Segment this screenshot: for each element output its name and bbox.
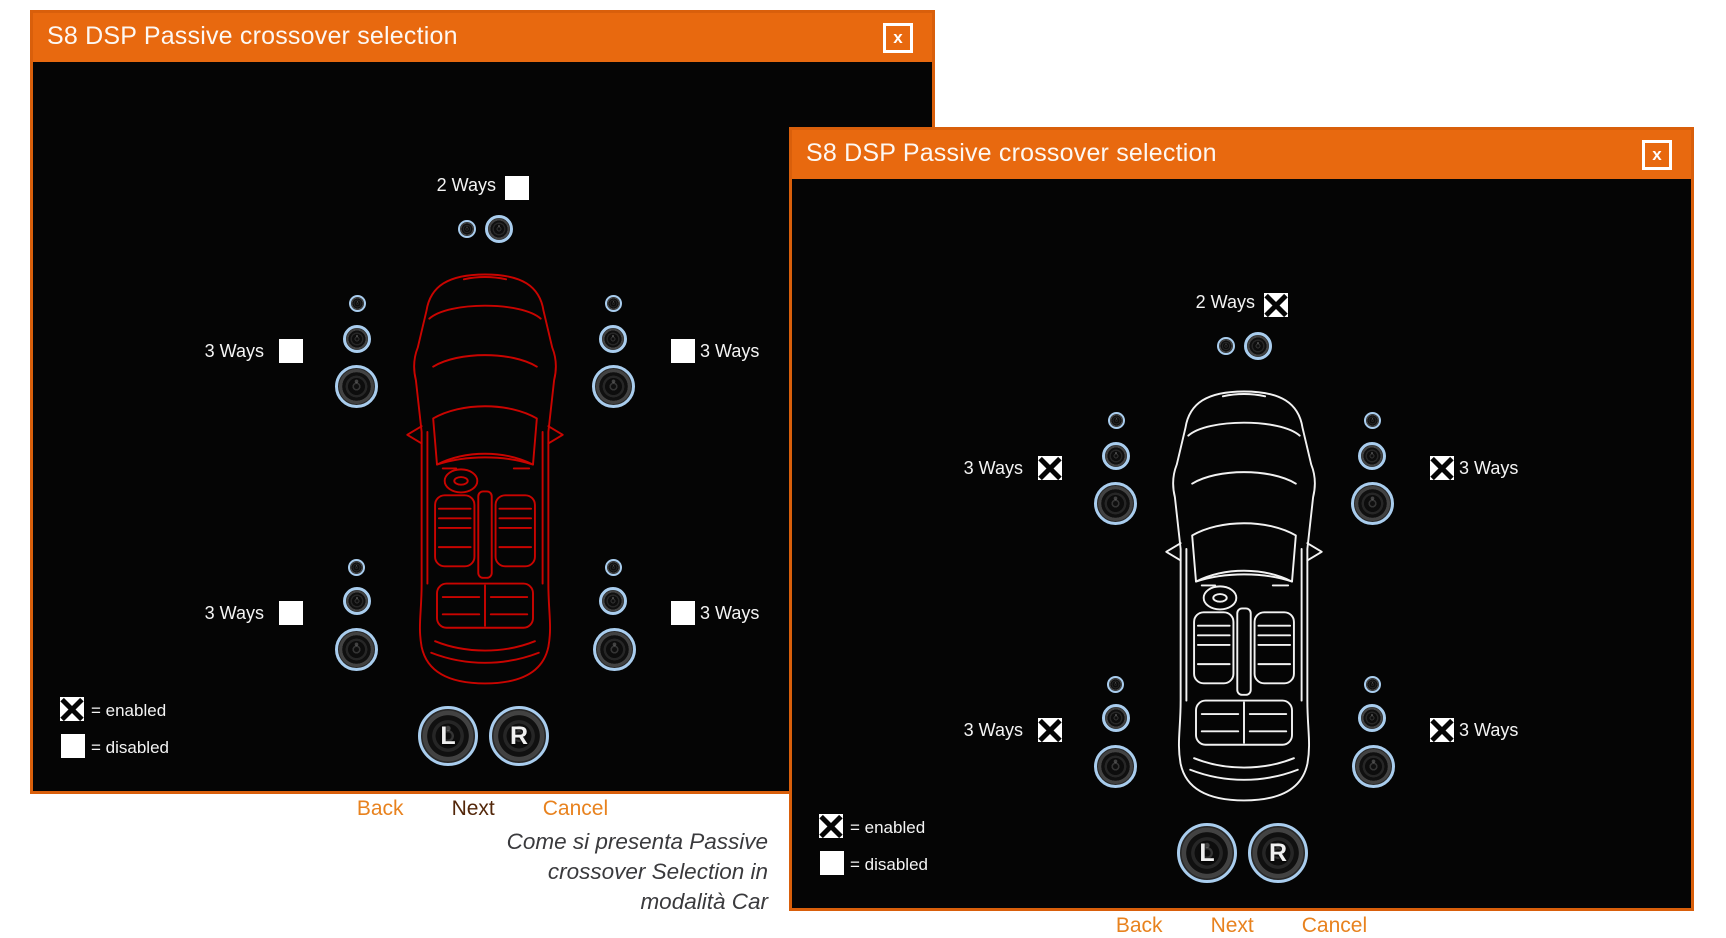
front-left-channel-checkbox[interactable] (279, 339, 303, 363)
rear-right-channel-label: 3 Ways (700, 603, 760, 623)
rear-right-woofer-speaker-icon (593, 628, 636, 671)
back-button[interactable]: Back (1115, 914, 1163, 937)
left-subwoofer-speaker-icon: L (1177, 823, 1237, 883)
next-button[interactable]: Next (1210, 914, 1254, 937)
front-left-channel-label: 3 Ways (204, 341, 264, 361)
rear-right-channel-checkbox[interactable] (671, 601, 695, 625)
front-left-channel-checkbox[interactable] (1038, 456, 1062, 480)
rear-left-tweeter-speaker-icon (348, 559, 365, 576)
front-right-channel-checkbox[interactable] (1430, 456, 1454, 480)
legend-enabled-checkbox-icon (819, 814, 843, 838)
legend-disabled-checkbox-icon (820, 851, 844, 875)
rear-right-channel-label: 3 Ways (1459, 720, 1519, 740)
rear-left-woofer-speaker-icon (1094, 745, 1137, 788)
front-tweeter-speaker-icon (1217, 337, 1235, 355)
front-channel-label: 2 Ways (436, 175, 496, 195)
dialog-body: 2 Ways 3 Ways 3 Ways 3 Ways 3 Wa (33, 62, 932, 820)
crossover-dialog-car-mode-selected: S8 DSP Passive crossover selection x (789, 127, 1694, 937)
titlebar[interactable]: S8 DSP Passive crossover selection x (33, 13, 932, 62)
legend-enabled-label: = enabled (91, 701, 167, 720)
caption-line: Come si presenta Passive (506, 829, 768, 854)
car-top-view-icon (1165, 390, 1323, 802)
close-button[interactable]: x (883, 23, 913, 53)
back-button[interactable]: Back (356, 797, 404, 820)
car-top-view-icon (406, 273, 564, 685)
front-right-midrange-speaker-icon (599, 325, 627, 353)
rear-right-tweeter-speaker-icon (1364, 676, 1381, 693)
right-subwoofer-speaker-icon: R (1248, 823, 1308, 883)
front-right-channel-checkbox[interactable] (671, 339, 695, 363)
front-left-channel-label: 3 Ways (963, 458, 1023, 478)
caption-line: crossover Selection in (547, 859, 768, 884)
next-button[interactable]: Next (451, 797, 495, 820)
right-subwoofer-speaker-icon: R (489, 706, 549, 766)
front-right-channel-label: 3 Ways (1459, 458, 1519, 478)
front-left-midrange-speaker-icon (343, 325, 371, 353)
rear-right-woofer-speaker-icon (1352, 745, 1395, 788)
titlebar[interactable]: S8 DSP Passive crossover selection x (792, 130, 1691, 179)
rear-left-midrange-speaker-icon (343, 587, 371, 615)
legend-disabled-checkbox-icon (61, 734, 85, 758)
front-channel-label: 2 Ways (1195, 292, 1255, 312)
front-right-woofer-speaker-icon (1351, 482, 1394, 525)
front-right-tweeter-speaker-icon (1364, 412, 1381, 429)
front-right-midrange-speaker-icon (1358, 442, 1386, 470)
front-midrange-speaker-icon (485, 215, 513, 243)
left-subwoofer-speaker-icon: L (418, 706, 478, 766)
cancel-button[interactable]: Cancel (1301, 914, 1368, 937)
legend-enabled-checkbox-icon (60, 697, 84, 721)
rear-right-midrange-speaker-icon (599, 587, 627, 615)
front-tweeter-speaker-icon (458, 220, 476, 238)
legend-disabled-label: = disabled (850, 855, 928, 874)
cancel-button[interactable]: Cancel (542, 797, 609, 820)
dialog-button-row: Back Next Cancel (792, 914, 1691, 938)
front-left-tweeter-speaker-icon (1108, 412, 1125, 429)
rear-left-tweeter-speaker-icon (1107, 676, 1124, 693)
front-channel-checkbox[interactable] (1264, 293, 1288, 317)
rear-right-tweeter-speaker-icon (605, 559, 622, 576)
dialog-button-row: Back Next Cancel (33, 797, 932, 821)
rear-left-midrange-speaker-icon (1102, 704, 1130, 732)
rear-left-channel-checkbox[interactable] (1038, 718, 1062, 742)
right-subwoofer-letter: R (509, 721, 529, 750)
dialog-body: 2 Ways 3 Ways 3 Ways 3 Ways 3 Wa (792, 179, 1691, 937)
left-subwoofer-letter: L (440, 721, 456, 750)
front-left-woofer-speaker-icon (1094, 482, 1137, 525)
crossover-dialog-car-mode: S8 DSP Passive crossover selection x (30, 10, 935, 820)
rear-right-midrange-speaker-icon (1358, 704, 1386, 732)
front-right-tweeter-speaker-icon (605, 295, 622, 312)
close-button[interactable]: x (1642, 140, 1672, 170)
front-right-channel-label: 3 Ways (700, 341, 760, 361)
left-subwoofer-letter: L (1199, 838, 1215, 867)
rear-left-channel-checkbox[interactable] (279, 601, 303, 625)
front-right-woofer-speaker-icon (592, 365, 635, 408)
front-left-woofer-speaker-icon (335, 365, 378, 408)
window-title: S8 DSP Passive crossover selection (47, 22, 458, 50)
legend-enabled-label: = enabled (850, 818, 926, 837)
caption-line: modalità Car (640, 889, 768, 914)
front-left-tweeter-speaker-icon (349, 295, 366, 312)
front-channel-checkbox[interactable] (505, 176, 529, 200)
legend-disabled-label: = disabled (91, 738, 169, 757)
rear-left-channel-label: 3 Ways (204, 603, 264, 623)
front-left-midrange-speaker-icon (1102, 442, 1130, 470)
rear-left-woofer-speaker-icon (335, 628, 378, 671)
rear-right-channel-checkbox[interactable] (1430, 718, 1454, 742)
window-title: S8 DSP Passive crossover selection (806, 139, 1217, 167)
rear-left-channel-label: 3 Ways (963, 720, 1023, 740)
right-subwoofer-letter: R (1268, 838, 1288, 867)
figure-caption: Come si presenta Passive crossover Selec… (410, 827, 768, 917)
front-midrange-speaker-icon (1244, 332, 1272, 360)
